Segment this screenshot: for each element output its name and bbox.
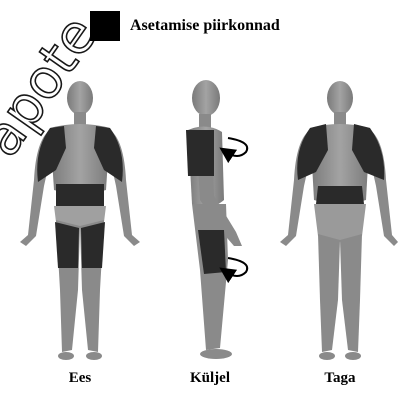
- front-region-abdomen: [56, 184, 104, 206]
- rotation-arrow-lower: [226, 258, 247, 276]
- back-region-lower-back: [316, 186, 364, 204]
- front-region-thigh-left: [81, 222, 105, 268]
- side-region-upper-arm: [186, 130, 214, 176]
- back-neck: [334, 112, 346, 126]
- back-figure: [280, 81, 398, 360]
- side-neck: [199, 114, 211, 128]
- back-foot-left: [319, 352, 335, 360]
- caption-back: Taga: [300, 370, 380, 387]
- side-figure: [186, 80, 247, 359]
- rotation-arrow-upper: [226, 138, 247, 156]
- side-head: [192, 80, 220, 116]
- caption-front: Ees: [40, 370, 120, 387]
- back-head: [327, 81, 353, 115]
- caption-side: Küljel: [170, 370, 250, 387]
- front-foot-left: [86, 352, 102, 360]
- front-head: [67, 81, 93, 115]
- back-leg-left: [318, 234, 340, 352]
- front-foot-right: [58, 352, 74, 360]
- back-leg-right: [340, 234, 362, 352]
- side-leg: [192, 204, 228, 350]
- back-foot-right: [345, 352, 361, 360]
- front-figure: [20, 81, 140, 360]
- front-region-thigh-right: [55, 222, 79, 268]
- side-foot: [200, 349, 232, 359]
- front-neck: [74, 112, 86, 126]
